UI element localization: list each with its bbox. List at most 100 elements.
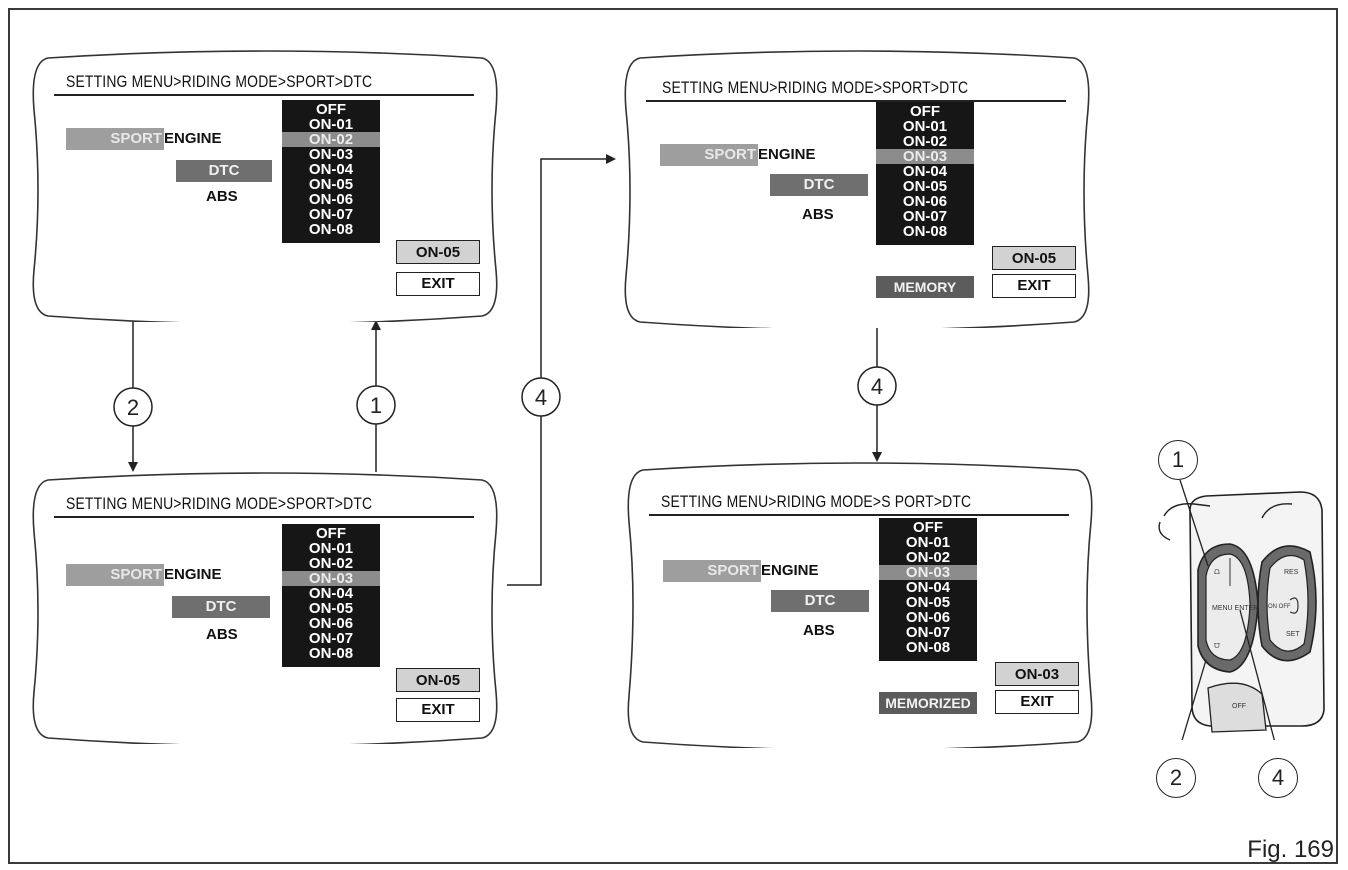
breadcrumb-title: SETTING MENU>RIDING MODE>SPORT>DTC <box>662 78 969 97</box>
res-text: RES <box>1284 569 1299 576</box>
dtc-option-off[interactable]: OFF <box>316 525 346 542</box>
dtc-option-on-01[interactable]: ON-01 <box>902 118 948 135</box>
title-divider <box>646 100 1066 102</box>
breadcrumb-title: SETTING MENU>RIDING MODE>SPORT>DTC <box>66 72 373 91</box>
exit-button[interactable]: EXIT <box>995 690 1079 714</box>
title-divider <box>649 514 1069 516</box>
dtc-option-on-02[interactable]: ON-02 <box>905 549 951 566</box>
current-value-box: ON-05 <box>992 246 1076 270</box>
dtc-option-on-06[interactable]: ON-06 <box>308 191 354 208</box>
step-number: 4 <box>535 385 547 410</box>
abs-menu-item[interactable]: ABS <box>206 626 238 643</box>
svg-text:⩍: ⩍ <box>1214 567 1220 577</box>
breadcrumb-title: SETTING MENU>RIDING MODE>SPORT>DTC <box>66 494 373 513</box>
dashboard-screen-c: SETTING MENU>RIDING MODE>SPORT>DTC SPORT… <box>622 50 1092 328</box>
dtc-menu-item[interactable]: DTC <box>172 596 270 618</box>
step-circle-1: 1 <box>356 385 396 425</box>
engine-label: ENGINE <box>761 562 819 579</box>
on-off-text: ON OFF <box>1268 604 1291 610</box>
dtc-menu-item[interactable]: DTC <box>771 590 869 612</box>
dashboard-screen-b: SETTING MENU>RIDING MODE>SPORT>DTC SPORT… <box>30 472 500 744</box>
dtc-option-on-08[interactable]: ON-08 <box>902 223 948 240</box>
memory-button[interactable]: MEMORY <box>876 276 974 298</box>
step-circle-4-a: 4 <box>521 377 561 417</box>
step-number: 4 <box>871 374 883 399</box>
dtc-option-on-03[interactable]: ON-03 <box>879 565 977 580</box>
dtc-option-on-02[interactable]: ON-02 <box>308 555 354 572</box>
dtc-option-off[interactable]: OFF <box>316 101 346 118</box>
step-circle-2: 2 <box>113 387 153 427</box>
abs-menu-item[interactable]: ABS <box>802 206 834 223</box>
dtc-option-off[interactable]: OFF <box>910 103 940 120</box>
svg-text:⩌: ⩌ <box>1214 641 1220 651</box>
dtc-option-on-04[interactable]: ON-04 <box>308 585 354 602</box>
memorized-indicator: MEMORIZED <box>879 692 977 714</box>
dtc-option-off[interactable]: OFF <box>913 519 943 536</box>
dtc-option-on-07[interactable]: ON-07 <box>308 206 354 223</box>
exit-button[interactable]: EXIT <box>396 272 480 296</box>
dtc-option-on-04[interactable]: ON-04 <box>308 161 354 178</box>
callout-2: 2 <box>1156 758 1196 798</box>
off-text: OFF <box>1232 703 1246 710</box>
dtc-menu-item[interactable]: DTC <box>770 174 868 196</box>
dtc-option-on-02[interactable]: ON-02 <box>282 132 380 147</box>
menu-enter-text: MENU ENTER <box>1212 605 1258 612</box>
callout-1: 1 <box>1158 440 1198 480</box>
dtc-option-on-07[interactable]: ON-07 <box>902 208 948 225</box>
dtc-menu-item[interactable]: DTC <box>176 160 272 182</box>
sport-highlight: SPORT <box>66 128 164 150</box>
current-value-box: ON-05 <box>396 240 480 264</box>
dtc-option-on-03[interactable]: ON-03 <box>876 149 974 164</box>
step-circle-4-b: 4 <box>857 366 897 406</box>
current-value-box: ON-05 <box>396 668 480 692</box>
dtc-option-on-08[interactable]: ON-08 <box>308 645 354 662</box>
handlebar-switch-illustration: MENU ENTER ⩍ ⩌ RES ON OFF SET OFF <box>1158 479 1325 740</box>
dtc-option-on-04[interactable]: ON-04 <box>902 163 948 180</box>
exit-button[interactable]: EXIT <box>396 698 480 722</box>
dtc-option-on-06[interactable]: ON-06 <box>902 193 948 210</box>
engine-label: ENGINE <box>164 566 222 583</box>
dtc-option-on-01[interactable]: ON-01 <box>905 534 951 551</box>
dtc-option-on-05[interactable]: ON-05 <box>308 176 354 193</box>
title-divider <box>54 516 474 518</box>
dtc-option-on-03[interactable]: ON-03 <box>282 571 380 586</box>
dtc-option-on-08[interactable]: ON-08 <box>905 639 951 656</box>
set-text: SET <box>1286 631 1300 638</box>
dtc-option-on-05[interactable]: ON-05 <box>902 178 948 195</box>
dtc-option-on-05[interactable]: ON-05 <box>308 600 354 617</box>
step-number: 2 <box>127 395 139 420</box>
engine-label: ENGINE <box>758 146 816 163</box>
dtc-option-on-05[interactable]: ON-05 <box>905 594 951 611</box>
figure-label: Fig. 169 <box>1247 836 1334 863</box>
dtc-option-on-07[interactable]: ON-07 <box>308 630 354 647</box>
dtc-option-on-01[interactable]: ON-01 <box>308 116 354 133</box>
screen-bezel <box>32 50 498 322</box>
figure-frame <box>8 8 1338 864</box>
sport-highlight: SPORT <box>660 144 758 166</box>
exit-button[interactable]: EXIT <box>992 274 1076 298</box>
abs-menu-item[interactable]: ABS <box>206 188 238 205</box>
dtc-option-on-06[interactable]: ON-06 <box>905 609 951 626</box>
dashboard-screen-d: SETTING MENU>RIDING MODE>S PORT>DTC SPOR… <box>625 462 1095 748</box>
engine-label: ENGINE <box>164 130 222 147</box>
dtc-option-on-04[interactable]: ON-04 <box>905 579 951 596</box>
title-divider <box>54 94 474 96</box>
callout-4: 4 <box>1258 758 1298 798</box>
dtc-option-on-07[interactable]: ON-07 <box>905 624 951 641</box>
dtc-option-on-02[interactable]: ON-02 <box>902 133 948 150</box>
breadcrumb-title: SETTING MENU>RIDING MODE>S PORT>DTC <box>661 492 972 511</box>
dtc-option-on-08[interactable]: ON-08 <box>308 221 354 238</box>
dtc-option-on-01[interactable]: ON-01 <box>308 540 354 557</box>
sport-highlight: SPORT <box>66 564 164 586</box>
dtc-option-on-06[interactable]: ON-06 <box>308 615 354 632</box>
abs-menu-item[interactable]: ABS <box>803 622 835 639</box>
dtc-option-on-03[interactable]: ON-03 <box>308 146 354 163</box>
